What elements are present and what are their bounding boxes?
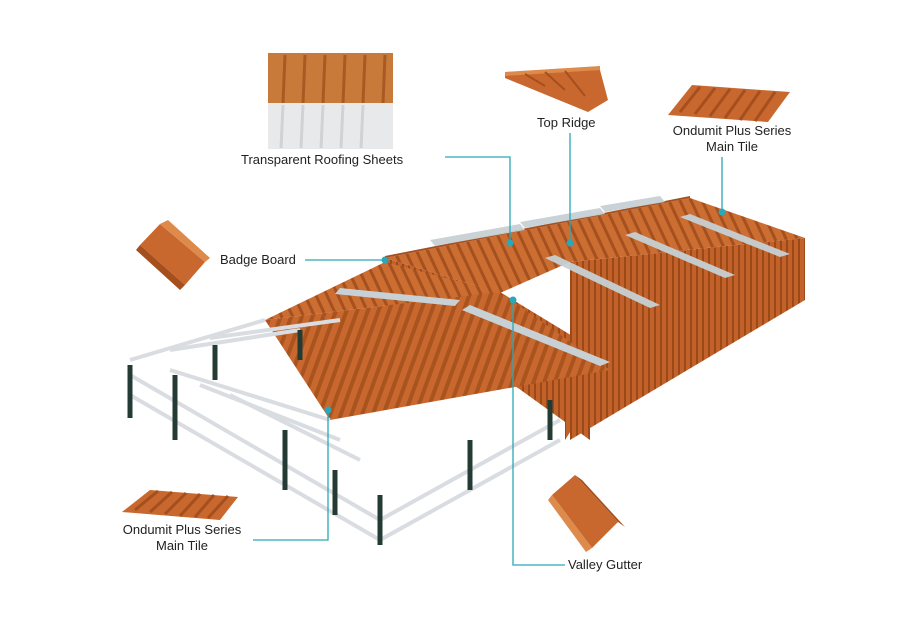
- building-front-section: [265, 262, 620, 440]
- skylight-strips-front: [335, 288, 610, 366]
- top-ridge-thumbnail: [505, 66, 608, 112]
- label-top-ridge: Top Ridge: [537, 115, 596, 130]
- label-badge-board: Badge Board: [220, 252, 296, 267]
- label-main-tile-bottom-line1: Ondumit Plus Series: [122, 522, 242, 537]
- label-main-tile-top-line1: Ondumit Plus Series: [672, 123, 792, 138]
- label-transparent-roofing-sheets: Transparent Roofing Sheets: [241, 152, 404, 167]
- main-tile-bottom-thumbnail: [122, 489, 238, 520]
- valley-gutter-thumbnail: [548, 475, 625, 552]
- badge-board-thumbnail: [136, 220, 210, 290]
- skylight-strips-back: [430, 196, 790, 308]
- steel-posts: [127, 330, 553, 545]
- leader-dots: [324, 208, 726, 414]
- transparent-sheet-thumbnail: [268, 53, 393, 149]
- main-tile-top-thumbnail: [668, 85, 790, 122]
- leader-lines: [253, 133, 723, 566]
- label-main-tile-bottom-line2: Main Tile: [155, 538, 209, 553]
- label-main-tile-bottom: Ondumit Plus Series Main Tile: [118, 522, 246, 554]
- label-main-tile-top-line2: Main Tile: [705, 139, 759, 154]
- label-valley-gutter: Valley Gutter: [568, 557, 643, 572]
- label-main-tile-top: Ondumit Plus Series Main Tile: [668, 123, 796, 155]
